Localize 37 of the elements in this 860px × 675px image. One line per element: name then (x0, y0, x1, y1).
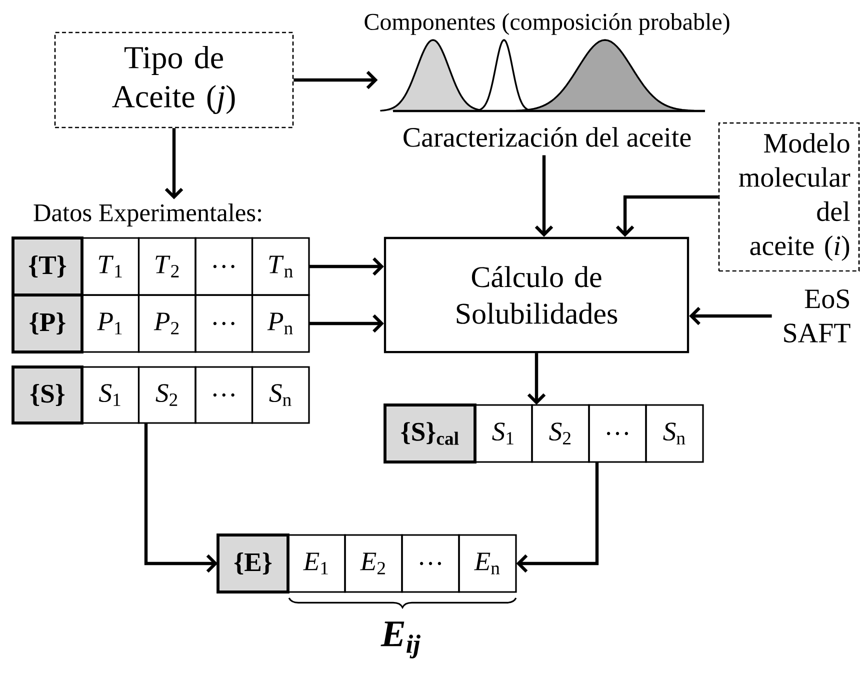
table-cell: … (194, 366, 254, 424)
header-cell: {S}$_{cal}$ (384, 404, 476, 464)
arrow (164, 128, 184, 200)
table-cell: P$_{2}$ (138, 294, 196, 353)
table-cell: T$_{n}$ (251, 237, 310, 296)
arrow (516, 462, 599, 573)
header-cell: {T} (12, 236, 84, 296)
table-cell: E$_{2}$ (344, 534, 403, 593)
table-cell: S$_{n}$ (645, 404, 704, 463)
process-box: Cálculo de Solubilidades (384, 236, 690, 354)
section-heading: Datos Experimentales: (34, 204, 261, 226)
model-label: EoS SAFT (784, 290, 850, 342)
table-cell: … (194, 294, 254, 353)
chart-heading: Componentes (composición probable) (364, 13, 730, 35)
table-cell: S$_{2}$ (531, 404, 590, 463)
header-cell: {E} (216, 534, 290, 594)
table-cell: … (588, 404, 647, 463)
table-cell: E$_{n}$ (458, 534, 517, 593)
arrow (534, 155, 554, 237)
arrow (309, 257, 384, 276)
table-cell: … (401, 534, 460, 593)
table-cell: S$_{n}$ (251, 366, 310, 424)
arrow (527, 353, 546, 405)
table-cell: S$_{2}$ (138, 366, 196, 424)
arrow (144, 423, 218, 573)
header-cell: {P} (12, 294, 84, 354)
arrow (294, 70, 378, 90)
dashed-box: Tipo de Aceite (j) (54, 32, 294, 128)
arrow (616, 195, 718, 237)
table-cell: T$_{2}$ (138, 237, 196, 296)
header-cell: {S} (12, 366, 84, 424)
arrow (689, 306, 772, 326)
dashed-box: Modelo molecular del aceite (i) (718, 122, 860, 272)
table-cell: … (194, 237, 254, 296)
arrow (309, 314, 384, 333)
table-cell: P$_{n}$ (251, 294, 310, 353)
chart-caption: Caracterización del aceite (404, 127, 691, 147)
